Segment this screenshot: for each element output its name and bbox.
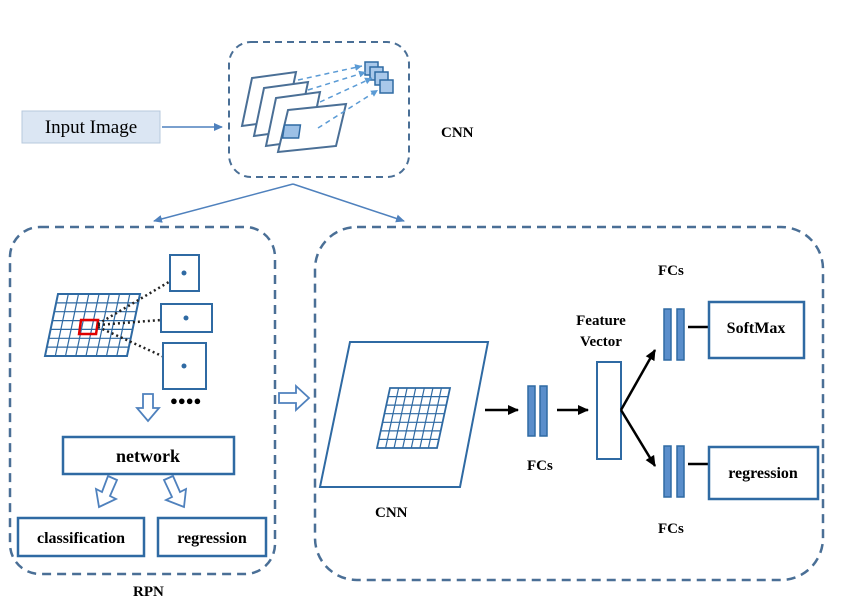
cnn-top-patch bbox=[281, 124, 302, 139]
classification-box bbox=[16, 516, 146, 558]
softmax-box bbox=[707, 300, 806, 360]
cnn-top-label: CNN bbox=[441, 125, 474, 141]
roi-grid bbox=[375, 387, 452, 449]
cnn-top-feature-maps bbox=[240, 70, 348, 154]
feature-vector-box bbox=[596, 361, 622, 460]
feature-vector-label-line2: Vector bbox=[580, 334, 622, 350]
fc-mid-bar-2 bbox=[539, 385, 548, 437]
fc-top-bar-1 bbox=[663, 308, 672, 361]
rpn-regression-label: regression bbox=[177, 530, 247, 547]
rpn-regression-box bbox=[156, 516, 268, 558]
rpn-arrow-left bbox=[94, 474, 119, 509]
split-arrow-left bbox=[153, 183, 294, 223]
anchor-ellipsis: ●●●● bbox=[170, 393, 201, 408]
input-image-label: Input Image bbox=[45, 117, 137, 138]
cnn-top-projection-lines bbox=[297, 64, 379, 129]
rpn-down-arrow bbox=[135, 393, 161, 423]
head-regression-label: regression bbox=[728, 465, 798, 482]
fc-bottom-bar-1 bbox=[663, 445, 672, 498]
anchor-highlight bbox=[77, 318, 100, 336]
cnn-bottom-label: CNN bbox=[375, 505, 408, 521]
rpn-arrow-right bbox=[162, 474, 188, 509]
network-label: network bbox=[116, 446, 180, 466]
arrow-to-fc-top bbox=[619, 349, 657, 411]
fcs-bottom-label: FCs bbox=[658, 521, 684, 537]
fcs-middle-label: FCs bbox=[527, 458, 553, 474]
anchor-dot-1 bbox=[181, 270, 187, 276]
network-box bbox=[61, 435, 236, 476]
arrow-to-fc-bottom bbox=[619, 409, 657, 467]
fc-mid-bar-1 bbox=[527, 385, 536, 437]
fc-top-bar-2 bbox=[676, 308, 685, 361]
softmax-label: SoftMax bbox=[727, 320, 786, 337]
feature-vector-label-line1: Feature bbox=[576, 313, 626, 329]
anchor-dot-2 bbox=[183, 315, 189, 321]
cnn-top-dashed-box bbox=[228, 41, 410, 178]
input-image-box bbox=[21, 110, 161, 144]
fc-bottom-bar-2 bbox=[676, 445, 685, 498]
rpn-dashed-box bbox=[8, 225, 277, 576]
split-arrow-right bbox=[292, 183, 405, 223]
rpn-feature-grid bbox=[43, 293, 142, 357]
anchor-dot-3 bbox=[181, 363, 187, 369]
head-regression-box bbox=[707, 445, 820, 501]
rpn-label: RPN bbox=[133, 584, 164, 600]
cnn-top-kernels bbox=[364, 61, 394, 94]
anchor-dotted-lines bbox=[97, 271, 187, 368]
classification-label: classification bbox=[37, 530, 125, 547]
fcs-top-label: FCs bbox=[658, 263, 684, 279]
rpn-to-detector-arrow bbox=[278, 383, 311, 413]
detector-dashed-box bbox=[313, 225, 825, 582]
